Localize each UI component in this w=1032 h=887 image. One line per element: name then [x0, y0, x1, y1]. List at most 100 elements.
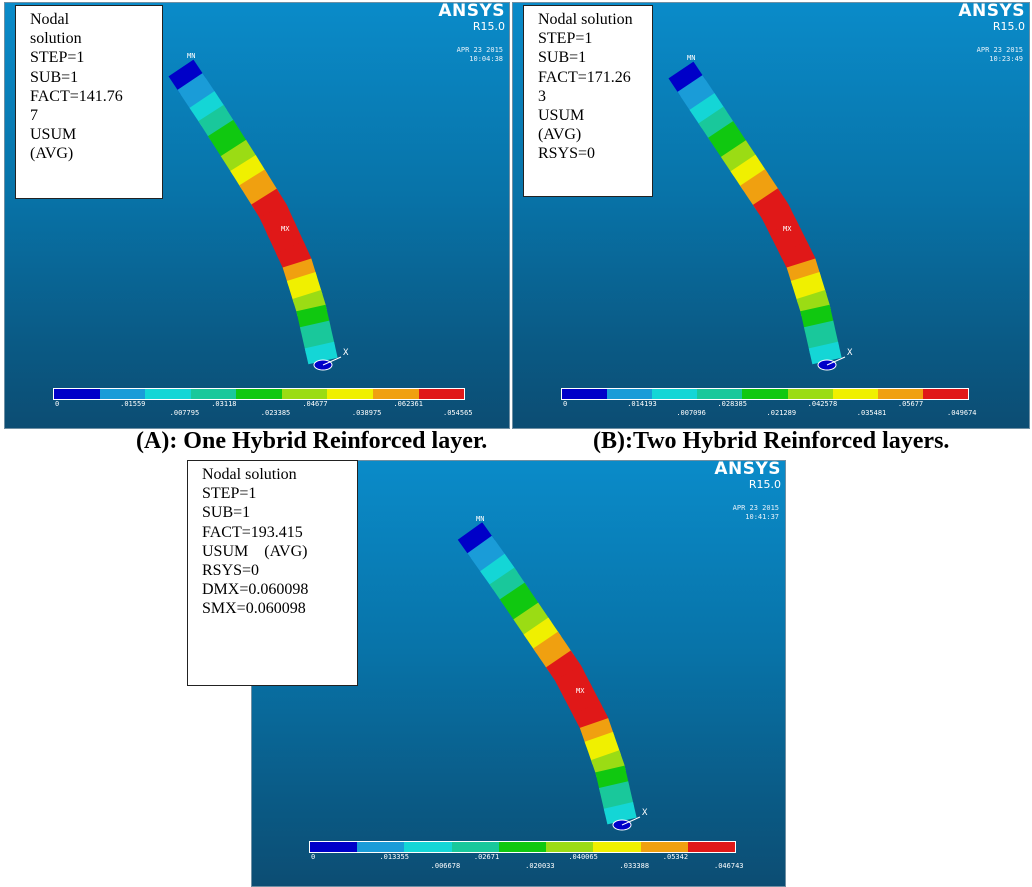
info-box-c: Nodal solution STEP=1 SUB=1 FACT=193.415…	[187, 460, 358, 686]
brand-version: R15.0	[992, 20, 1025, 33]
legend-swatch	[593, 842, 641, 852]
legend-colorbar	[53, 388, 465, 400]
timestamp-c: APR 23 2015 10:41:37	[733, 504, 779, 522]
min-marker: MN	[187, 52, 195, 60]
legend-tick: .033388	[619, 862, 650, 870]
ansys-logo-c: ANSYS R15.0	[714, 461, 781, 490]
legend-tick: .046743	[714, 862, 744, 870]
brand-name: ANSYS	[438, 2, 505, 21]
legend-tick: 0	[55, 400, 60, 408]
max-marker: MX	[576, 687, 585, 695]
caption-b: (B):Two Hybrid Reinforced layers.	[593, 428, 950, 454]
legend-tick: .042578	[807, 400, 838, 408]
info-line: RSYS=0	[202, 561, 260, 579]
x-axis-icon	[826, 356, 846, 366]
brand-version: R15.0	[748, 478, 781, 491]
legend-tick: .054565	[443, 409, 473, 417]
legend-swatch	[327, 389, 373, 399]
info-line: FACT=171.26	[538, 68, 631, 86]
legend-tick: .05342	[662, 853, 689, 861]
legend-tick: .01559	[120, 400, 146, 408]
info-line: STEP=1	[202, 485, 257, 503]
legend-swatch	[310, 842, 358, 852]
legend-tick: .028385	[717, 400, 747, 408]
legend-tick: .05677	[897, 400, 924, 408]
info-line: Nodal	[30, 11, 70, 28]
info-line: SUB=1	[538, 49, 587, 67]
legend-tick: .02671	[473, 853, 500, 861]
info-line: USUM (AVG)	[202, 542, 308, 560]
legend-swatch	[546, 842, 594, 852]
legend-swatch	[640, 842, 688, 852]
legend-tick: .021289	[766, 409, 797, 417]
legend-swatch	[787, 389, 833, 399]
info-line: (AVG)	[30, 145, 74, 163]
ansys-logo-a: ANSYS R15.0	[438, 3, 505, 32]
info-line: Nodal solution	[202, 466, 297, 483]
legend-swatch	[922, 389, 968, 399]
legend-tick: .020033	[525, 862, 555, 870]
legend-swatch	[652, 389, 698, 399]
info-box-a: Nodal solution STEP=1 SUB=1 FACT=141.76 …	[15, 5, 163, 199]
x-axis-label: X	[642, 808, 648, 818]
legend-swatch	[498, 842, 547, 852]
legend-tick: .035481	[856, 409, 887, 417]
x-axis-label: X	[343, 348, 349, 358]
info-line: 7	[30, 106, 38, 124]
info-line: SUB=1	[202, 504, 251, 522]
info-line: DMX=0.060098	[202, 581, 309, 599]
info-line: Nodal solution	[538, 11, 633, 28]
info-line: 3	[538, 87, 546, 105]
date-label: APR 23 2015	[456, 46, 503, 54]
date-label: APR 23 2015	[732, 504, 779, 512]
legend-swatch	[742, 389, 788, 399]
legend-swatch	[190, 389, 237, 399]
info-line: USUM	[30, 126, 77, 144]
time-label: 10:23:49	[989, 55, 1023, 64]
legend-swatch	[54, 389, 100, 399]
timestamp-a: APR 23 2015 10:04:38	[457, 46, 503, 64]
legend-tick: .013355	[379, 853, 409, 861]
legend-swatch	[562, 389, 608, 399]
legend-swatch	[99, 389, 146, 399]
legend-tick: 0	[563, 400, 568, 408]
legend-tick: .03118	[211, 400, 237, 408]
date-label: APR 23 2015	[976, 46, 1023, 54]
legend-tick: .007795	[169, 409, 200, 417]
legend-swatch	[687, 842, 735, 852]
legend-swatch	[145, 389, 191, 399]
x-axis-icon	[322, 356, 342, 366]
info-line: (AVG)	[538, 126, 582, 144]
info-line: SUB=1	[30, 68, 79, 86]
legend-tick: .04677	[302, 400, 328, 408]
brand-version: R15.0	[472, 20, 505, 33]
ansys-logo-b: ANSYS R15.0	[958, 3, 1025, 32]
info-box-b: Nodal solution STEP=1 SUB=1 FACT=171.26 …	[523, 5, 653, 197]
time-label: 10:04:38	[469, 55, 503, 64]
beam-band	[603, 802, 637, 825]
legend-swatch	[372, 389, 419, 399]
legend-tick: .007096	[676, 409, 706, 417]
legend-swatch	[404, 842, 452, 852]
beam-band	[304, 341, 338, 365]
contour-plot-a: Nodal solution STEP=1 SUB=1 FACT=141.76 …	[4, 2, 510, 429]
legend-swatch	[697, 389, 743, 399]
info-line: STEP=1	[30, 49, 85, 67]
legend-tick: .040065	[568, 853, 598, 861]
legend-tick: .014193	[627, 400, 657, 408]
x-axis-label: X	[847, 348, 853, 358]
legend-swatch	[832, 389, 878, 399]
legend-tick: .062361	[393, 400, 423, 408]
info-line: FACT=193.415	[202, 523, 303, 541]
min-marker: MN	[476, 515, 484, 523]
legend-swatch	[607, 389, 653, 399]
legend-swatch	[418, 389, 465, 399]
contour-plot-b: Nodal solution STEP=1 SUB=1 FACT=171.26 …	[512, 2, 1030, 429]
info-line: SMX=0.060098	[202, 600, 306, 618]
legend-tick: .023385	[260, 409, 291, 417]
legend-tick: 0	[311, 853, 316, 861]
legend-tick: .006678	[430, 862, 461, 870]
legend-tick: .049674	[947, 409, 977, 417]
